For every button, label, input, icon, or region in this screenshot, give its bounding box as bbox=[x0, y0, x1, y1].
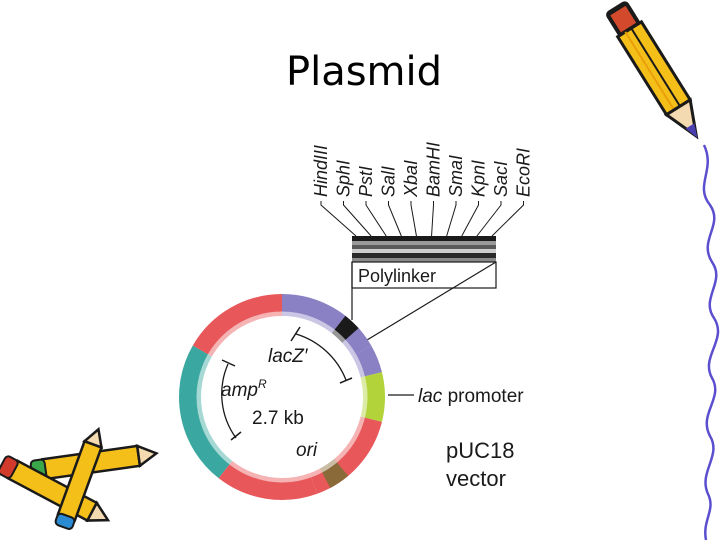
polylinker-connector-right bbox=[361, 261, 497, 344]
ring-segment-lac-promoter bbox=[360, 372, 385, 422]
pencil-icon-bottom-left bbox=[0, 426, 159, 530]
restriction-site-line bbox=[410, 201, 417, 237]
lacz-arc bbox=[295, 333, 347, 381]
vector-name-line2: vector bbox=[446, 466, 506, 491]
ampr-arc bbox=[221, 363, 237, 439]
plasmid-size-label: 2.7 kb bbox=[252, 408, 304, 429]
vector-name-line1: pUC18 bbox=[446, 438, 514, 463]
ring-segment-lacz-b bbox=[351, 345, 382, 378]
ampr-arc-end-end bbox=[230, 431, 242, 441]
restriction-site-line bbox=[431, 201, 434, 237]
restriction-site-label: SalI bbox=[379, 166, 399, 197]
restriction-site-label: SacI bbox=[491, 161, 511, 197]
plasmid-ring bbox=[179, 294, 385, 500]
polylinker-label: Polylinker bbox=[358, 266, 436, 286]
ring-segment-polylinker bbox=[331, 315, 359, 343]
lacz-label: lacZ′ bbox=[268, 346, 309, 367]
restriction-site-label: KpnI bbox=[469, 160, 489, 197]
restriction-site-label: SphI bbox=[334, 160, 354, 197]
restriction-site-line bbox=[476, 201, 502, 237]
polylinker-bar bbox=[352, 236, 496, 262]
ring-segment-red-c bbox=[192, 294, 283, 357]
ring-segment-ampr bbox=[179, 345, 233, 479]
ring-highlight bbox=[196, 311, 368, 483]
restriction-site-label: EcoRI bbox=[514, 148, 534, 197]
ampr-arc-end-start bbox=[221, 359, 236, 367]
restriction-site-line bbox=[446, 201, 457, 237]
restriction-site-line bbox=[461, 201, 479, 237]
pencil-icon-top-right bbox=[606, 1, 699, 140]
restriction-site-label: PstI bbox=[356, 166, 376, 197]
lac-promoter-label: lac promoter bbox=[418, 386, 524, 407]
ring-segment-red-a bbox=[309, 416, 382, 494]
restriction-site-label: XbaI bbox=[401, 160, 421, 198]
slide-title: Plasmid bbox=[285, 52, 443, 92]
ring-segment-ori bbox=[319, 458, 349, 488]
lacz-arc-end-end bbox=[339, 377, 353, 384]
ori-label: ori bbox=[296, 440, 318, 461]
ampr-label: ampR bbox=[221, 377, 267, 401]
restriction-site-line bbox=[388, 201, 402, 237]
restriction-site-label: HindIII bbox=[311, 145, 331, 197]
restriction-site-line bbox=[320, 201, 357, 237]
ring-segment-red-b bbox=[218, 460, 318, 500]
restriction-site-label: BamHI bbox=[424, 142, 444, 197]
ring-segment-lacz bbox=[281, 294, 372, 357]
restriction-site-lines bbox=[320, 201, 524, 237]
restriction-site-line bbox=[491, 201, 524, 237]
squiggle-border bbox=[702, 144, 720, 541]
lacz-arc-end-start bbox=[290, 326, 301, 342]
restriction-site-line bbox=[343, 201, 372, 237]
restriction-site-line bbox=[365, 201, 387, 237]
restriction-site-label: SmaI bbox=[446, 155, 466, 197]
